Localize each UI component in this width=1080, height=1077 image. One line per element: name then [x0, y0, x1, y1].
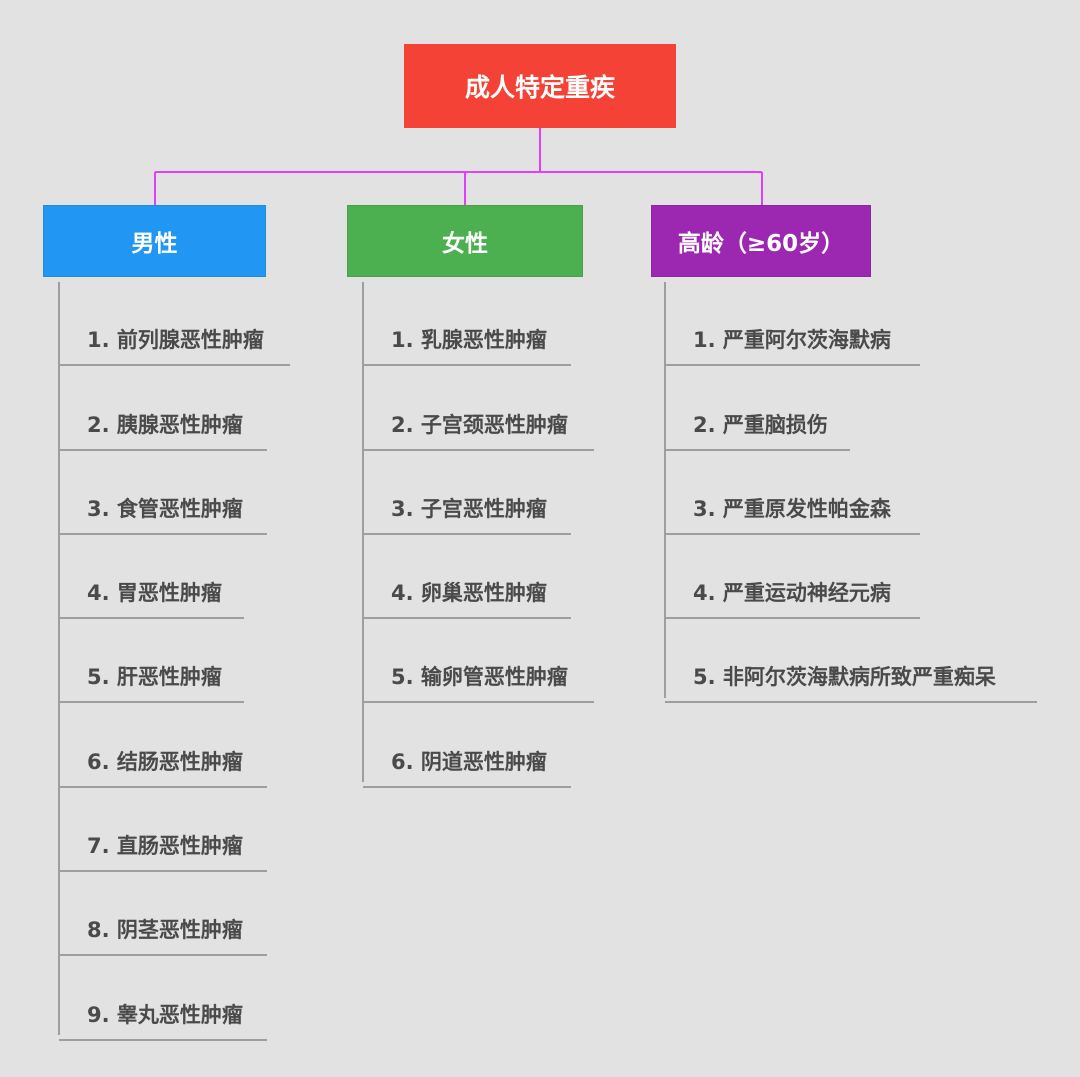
elderly-disease-list: 1. 严重阿尔茨海默病 2. 严重脑损伤 3. 严重原发性帕金森 4. 严重运动…	[665, 282, 1037, 704]
list-item: 3. 食管恶性肿瘤	[59, 451, 267, 535]
list-item: 5. 非阿尔茨海默病所致严重痴呆	[665, 619, 1037, 704]
list-item: 4. 胃恶性肿瘤	[59, 535, 244, 620]
list-item: 6. 结肠恶性肿瘤	[59, 703, 267, 788]
male-disease-list: 1. 前列腺恶性肿瘤 2. 胰腺恶性肿瘤 3. 食管恶性肿瘤 4. 胃恶性肿瘤 …	[59, 282, 290, 1041]
list-item: 6. 阴道恶性肿瘤	[363, 703, 571, 788]
list-item: 7. 直肠恶性肿瘤	[59, 788, 267, 873]
list-item: 1. 严重阿尔茨海默病	[665, 282, 920, 367]
root-connectors	[154, 128, 763, 205]
list-item: 5. 输卵管恶性肿瘤	[363, 619, 594, 704]
list-item: 1. 前列腺恶性肿瘤	[59, 282, 290, 367]
list-item: 5. 肝恶性肿瘤	[59, 619, 244, 704]
list-item: 8. 阴茎恶性肿瘤	[59, 872, 267, 957]
list-item: 9. 睾丸恶性肿瘤	[59, 956, 267, 1041]
list-item: 2. 胰腺恶性肿瘤	[59, 366, 267, 451]
female-disease-list: 1. 乳腺恶性肿瘤 2. 子宫颈恶性肿瘤 3. 子宫恶性肿瘤 4. 卵巢恶性肿瘤…	[363, 282, 594, 788]
category-elderly: 高龄（≥60岁）	[651, 205, 871, 277]
root-node: 成人特定重疾	[404, 44, 676, 128]
list-item: 1. 乳腺恶性肿瘤	[363, 282, 571, 367]
category-female: 女性	[347, 205, 583, 277]
list-item: 4. 卵巢恶性肿瘤	[363, 535, 571, 620]
list-item: 2. 子宫颈恶性肿瘤	[363, 366, 594, 451]
category-male: 男性	[43, 205, 266, 277]
list-item: 2. 严重脑损伤	[665, 366, 850, 451]
list-item: 3. 子宫恶性肿瘤	[363, 451, 571, 535]
list-item: 4. 严重运动神经元病	[665, 535, 920, 620]
list-item: 3. 严重原发性帕金森	[665, 451, 920, 535]
